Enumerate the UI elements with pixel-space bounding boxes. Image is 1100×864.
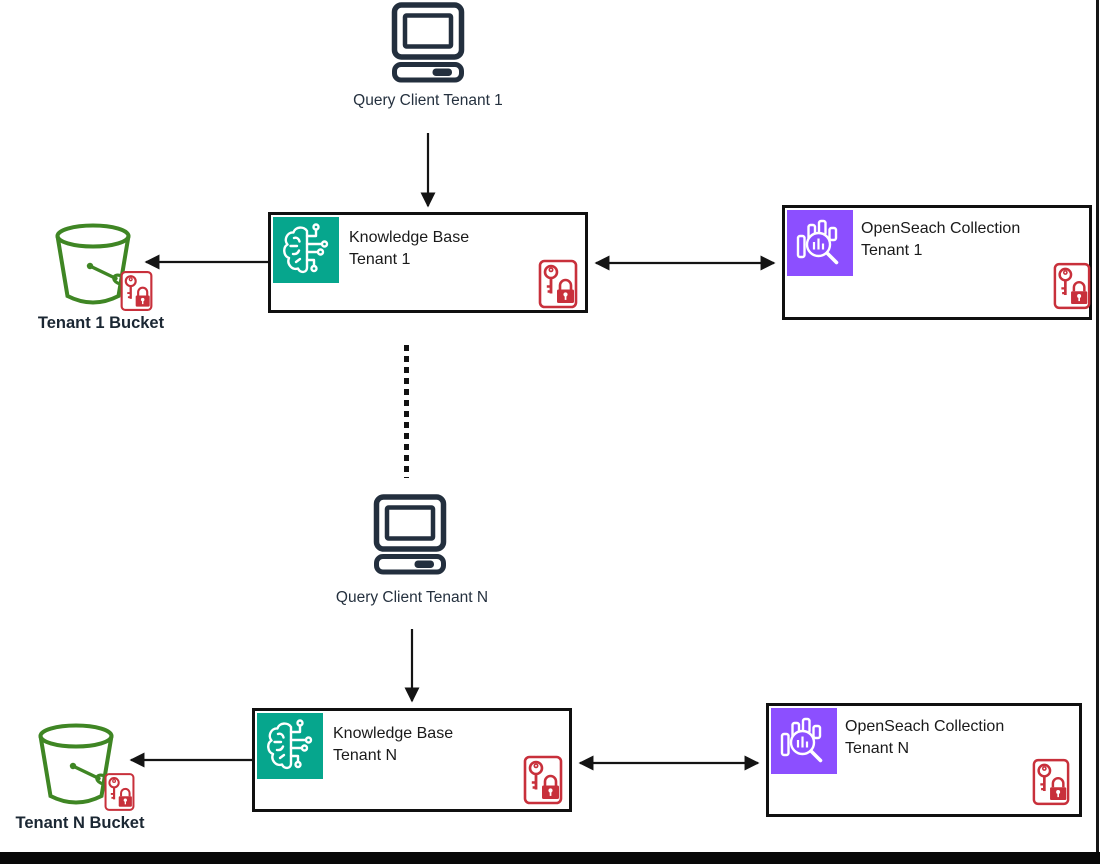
knowledge-base-1-bedrock-icon — [273, 217, 339, 283]
knowledge-base-N-bedrock-icon — [257, 713, 323, 779]
window-bottom-border — [0, 852, 1100, 864]
bucket-1-key-lock-icon — [120, 270, 153, 312]
opensearch-collection-N-icon — [771, 708, 837, 774]
opensearch-collection-1-box: OpenSeach Collection Tenant 1 — [782, 205, 1092, 320]
knowledge-base-1-key-lock-icon — [538, 259, 578, 309]
opensearch-collection-N-label: OpenSeach Collection Tenant N — [845, 718, 1005, 757]
bucket-N-label: Tenant N Bucket — [15, 814, 145, 832]
query-client-1-desktop-computer-icon — [386, 2, 470, 84]
knowledge-base-N-key-lock-icon — [523, 755, 563, 805]
query-client-N-desktop-computer-icon — [368, 494, 452, 576]
opensearch-collection-1-label: OpenSeach Collection Tenant 1 — [861, 220, 1021, 259]
opensearch-collection-N-key-lock-icon — [1032, 758, 1070, 806]
opensearch-collection-1-icon — [787, 210, 853, 276]
query-client-1-label: Query Client Tenant 1 — [353, 92, 503, 109]
opensearch-collection-1-key-lock-icon — [1053, 262, 1091, 310]
knowledge-base-1-box: Knowledge Base Tenant 1 — [268, 212, 588, 313]
knowledge-base-N-label: Knowledge Base Tenant N — [333, 725, 454, 764]
bucket-N-key-lock-icon — [104, 772, 135, 812]
window-right-border — [1096, 0, 1099, 852]
knowledge-base-N-box: Knowledge Base Tenant N — [252, 708, 572, 812]
bucket-1-label: Tenant 1 Bucket — [37, 314, 165, 332]
opensearch-collection-N-box: OpenSeach Collection Tenant N — [766, 703, 1082, 817]
query-client-N-label: Query Client Tenant N — [335, 589, 489, 606]
tenant-groups-dotted-separator — [404, 345, 409, 478]
knowledge-base-1-label: Knowledge Base Tenant 1 — [349, 229, 470, 268]
